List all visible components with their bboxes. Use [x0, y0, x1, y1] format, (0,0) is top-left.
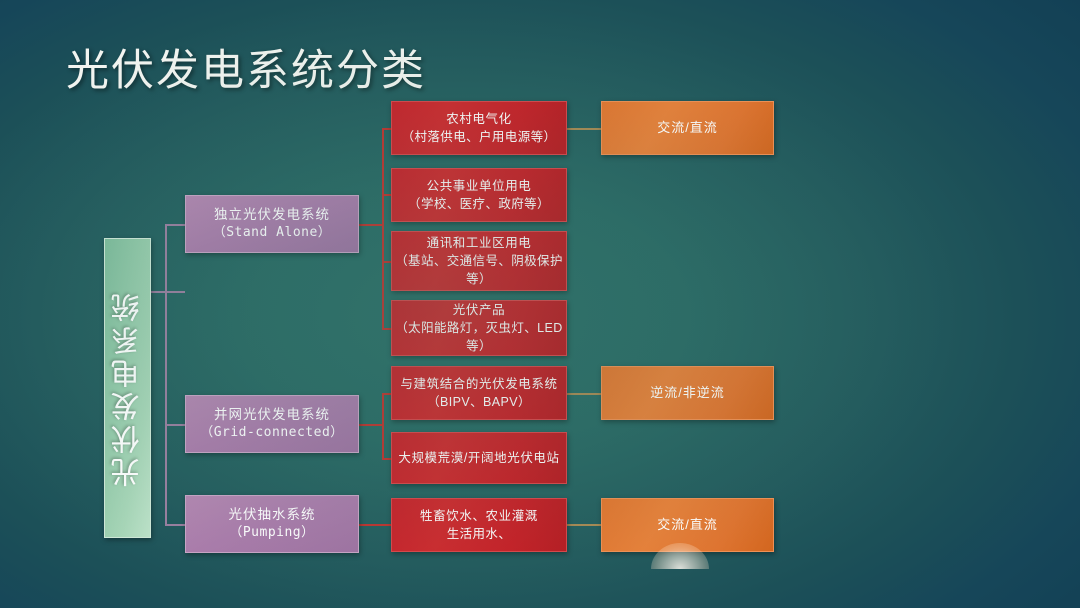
output-node-reverse-flow[interactable]: 逆流/非逆流 [601, 366, 774, 420]
output-node-ac-dc-1[interactable]: 交流/直流 [601, 101, 774, 155]
application-node-title: 公共事业单位用电 [426, 178, 532, 193]
application-node-detail: （基站、交通信号、阴极保护 [395, 253, 563, 268]
connector-lv1-1-to-red-2 [382, 194, 391, 196]
connector-red-5-to-orange-2 [567, 393, 601, 395]
connector-lv1-1-to-red-1 [382, 128, 391, 130]
connector-root-stem [151, 291, 185, 293]
application-node-detail: （太阳能路灯，灭虫灯、LED等） [395, 320, 563, 354]
application-node-title: 通讯和工业区用电 [426, 235, 532, 250]
application-node-detail-cont: 等） [466, 272, 492, 287]
application-node-bipv-bapv[interactable]: 与建筑结合的光伏发电系统 （BIPV、BAPV） [391, 366, 567, 420]
root-node-label: 光伏发电系统 [110, 289, 145, 487]
category-node-label-en: （Stand Alone） [212, 225, 332, 241]
connector-root-spine [165, 224, 167, 524]
category-node-label-en: （Pumping） [229, 525, 315, 541]
application-node-detail: （学校、医疗、政府等） [408, 197, 550, 211]
application-node-title: 光伏产品 [452, 302, 506, 317]
application-node-title: 与建筑结合的光伏发电系统 [400, 376, 558, 391]
application-node-telecom-industrial[interactable]: 通讯和工业区用电 （基站、交通信号、阴极保护 等） [391, 231, 567, 291]
connector-root-to-lv1-2 [165, 424, 185, 426]
connector-lv1-1-spine [382, 128, 384, 328]
category-node-label-cn: 并网光伏发电系统 [214, 406, 330, 422]
output-node-label: 逆流/非逆流 [650, 384, 725, 400]
connector-red-7-to-orange-3 [567, 524, 601, 526]
category-node-stand-alone[interactable]: 独立光伏发电系统 （Stand Alone） [185, 195, 359, 253]
category-node-label-cn: 光伏抽水系统 [228, 506, 316, 522]
application-node-title: 大规模荒漠/开阔地光伏电站 [398, 450, 560, 465]
application-node-title: 农村电气化 [446, 111, 512, 126]
application-node-rural-electrification[interactable]: 农村电气化 （村落供电、户用电源等） [391, 101, 567, 155]
output-node-label: 交流/直流 [657, 119, 718, 135]
connector-lv1-2-to-red-6 [382, 458, 391, 460]
output-node-ac-dc-2[interactable]: 交流/直流 [601, 498, 774, 552]
category-node-pumping[interactable]: 光伏抽水系统 （Pumping） [185, 495, 359, 553]
connector-lv1-2-stem [359, 424, 383, 426]
output-node-label: 交流/直流 [657, 516, 718, 532]
connector-lv1-3-to-red-7 [359, 524, 391, 526]
page-title: 光伏发电系统分类 [66, 46, 426, 96]
application-node-detail: 生活用水、 [446, 527, 512, 541]
connector-lv1-1-stem [359, 224, 383, 226]
connector-root-to-lv1-3 [165, 524, 185, 526]
connector-lv1-2-spine [382, 393, 384, 459]
connector-root-to-lv1-1 [165, 224, 185, 226]
connector-lv1-1-to-red-3 [382, 261, 391, 263]
application-node-detail: （村落供电、户用电源等） [401, 130, 557, 144]
connector-red-1-to-orange-1 [567, 128, 601, 130]
application-node-public-utilities[interactable]: 公共事业单位用电 （学校、医疗、政府等） [391, 168, 567, 222]
application-node-large-scale-desert[interactable]: 大规模荒漠/开阔地光伏电站 [391, 432, 567, 484]
application-node-pv-products[interactable]: 光伏产品 （太阳能路灯，灭虫灯、LED等） [391, 300, 567, 356]
root-node-photovoltaic-system[interactable]: 光伏发电系统 [104, 238, 151, 538]
application-node-detail: （BIPV、BAPV） [427, 395, 531, 409]
category-node-label-en: （Grid-connected） [200, 425, 344, 441]
application-node-title: 牲畜饮水、农业灌溉 [420, 508, 538, 523]
category-node-label-cn: 独立光伏发电系统 [214, 206, 330, 222]
connector-lv1-1-to-red-4 [382, 328, 391, 330]
application-node-water-supply[interactable]: 牲畜饮水、农业灌溉 生活用水、 [391, 498, 567, 552]
connector-lv1-2-to-red-5 [382, 393, 391, 395]
category-node-grid-connected[interactable]: 并网光伏发电系统 （Grid-connected） [185, 395, 359, 453]
